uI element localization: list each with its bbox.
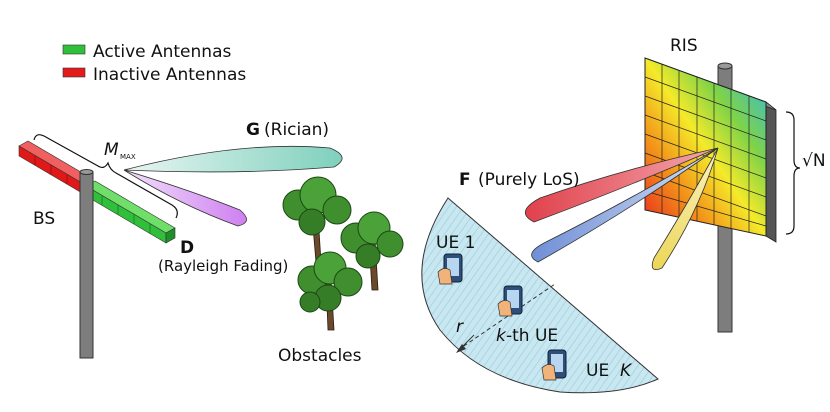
ue-coverage-area	[421, 197, 659, 394]
svg-text:UE: UE	[586, 361, 609, 381]
sqrtn-brace	[785, 111, 801, 235]
svg-text:MAX: MAX	[120, 153, 136, 161]
svg-text:D: D	[180, 238, 194, 258]
ue1-label: UE 1	[436, 233, 475, 253]
legend-inactive-label: Inactive Antennas	[93, 65, 246, 85]
legend: Active Antennas Inactive Antennas	[62, 42, 246, 85]
tree-icon	[340, 211, 404, 291]
d-channel-beam	[123, 169, 247, 227]
uek-mid-label: k -th UE	[496, 326, 558, 346]
beam-red	[525, 147, 719, 223]
svg-text:(Rayleigh Fading): (Rayleigh Fading)	[158, 257, 288, 275]
f-channel-beams	[525, 147, 719, 271]
svg-text:(Rician): (Rician)	[264, 120, 329, 140]
uek-mid-phone-icon	[497, 285, 523, 317]
coverage-divider	[457, 283, 556, 351]
bs-pole	[79, 169, 94, 359]
svg-text:-th UE: -th UE	[506, 326, 558, 346]
svg-text:r: r	[456, 317, 464, 337]
sqrtn-label: √N	[802, 151, 826, 171]
g-channel-beam	[123, 145, 343, 173]
ris-panel	[644, 57, 777, 243]
d-channel-label: D (Rayleigh Fading)	[158, 238, 288, 275]
mmax-brace	[33, 134, 178, 219]
beam-blue	[531, 147, 719, 263]
legend-active-label: Active Antennas	[93, 42, 231, 62]
ue1-phone-icon	[437, 253, 463, 285]
g-channel-label: G (Rician)	[246, 120, 329, 140]
tree-icon	[282, 176, 352, 263]
svg-text:F: F	[459, 170, 471, 190]
radius-marker: r	[456, 317, 475, 353]
svg-text:M: M	[104, 140, 119, 160]
bs-label: BS	[33, 209, 55, 229]
beam-yellow	[651, 147, 719, 271]
legend-active-swatch	[62, 44, 86, 55]
uek-label: UE K	[586, 361, 633, 381]
uek-phone-icon	[541, 349, 567, 381]
obstacles-label: Obstacles	[278, 346, 362, 366]
svg-text:K: K	[620, 361, 633, 381]
legend-inactive-swatch	[62, 67, 86, 78]
svg-text:k: k	[496, 326, 507, 346]
svg-text:G: G	[246, 120, 260, 140]
mmax-label: M MAX	[104, 140, 136, 161]
f-channel-label: F (Purely LoS)	[459, 170, 580, 190]
obstacles-trees	[282, 176, 404, 331]
svg-text:(Purely LoS): (Purely LoS)	[478, 170, 580, 190]
ris-label: RIS	[670, 36, 698, 56]
tree-icon	[297, 251, 363, 331]
